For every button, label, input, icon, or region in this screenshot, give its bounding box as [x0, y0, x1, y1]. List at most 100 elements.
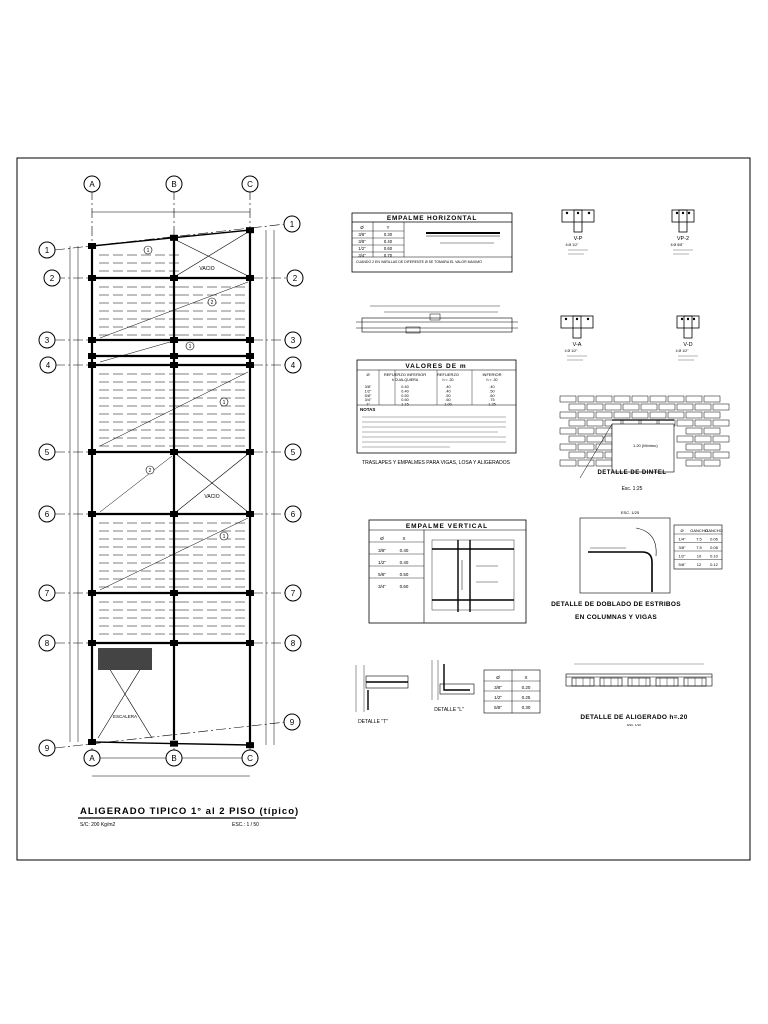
- table-cell: 1/4": [679, 537, 687, 542]
- svg-text:6 Ø 1/2": 6 Ø 1/2": [566, 243, 579, 247]
- m-values-caption: TRASLAPES Y EMPALMES PARA VIGAS, LOSA Y …: [362, 460, 511, 466]
- column: [170, 449, 178, 455]
- m-values-notes-title: NOTAS: [360, 407, 375, 412]
- table-cell: 1.25: [488, 403, 495, 407]
- svg-text:GANCHO: GANCHO: [690, 528, 708, 533]
- grid-bubble-9-left: 9: [38, 739, 56, 757]
- lintel-detail: 1.20 (Mínimo) DETALLE DE DINTEL Esc. 1:2…: [559, 395, 730, 492]
- columns: [88, 227, 254, 749]
- svg-text:B: B: [171, 754, 176, 763]
- svg-text:1: 1: [45, 246, 50, 255]
- beam-section-v-a: V-A4 Ø 1/2": [560, 315, 594, 361]
- table-cell: 7.5: [696, 537, 702, 542]
- table-cell: 1/2": [378, 560, 386, 565]
- beam-sections: V-P6 Ø 1/2"VP-26 Ø 5/8"V-A4 Ø 1/2"V-D4 Ø…: [560, 209, 700, 361]
- table-cell: 0.40: [400, 560, 409, 565]
- column: [88, 511, 96, 517]
- table-cell: 10: [697, 554, 702, 559]
- svg-text:Ø: Ø: [496, 675, 500, 680]
- traslapes-drawing: [356, 305, 518, 334]
- void-label-1: VACIO: [199, 266, 214, 272]
- stair-label: ESCALERA: [113, 714, 137, 719]
- reference-diagonals: [99, 281, 249, 591]
- svg-text:Y: Y: [387, 225, 390, 230]
- void-label-2: VACIO: [204, 494, 219, 500]
- column: [170, 234, 178, 241]
- svg-text:3: 3: [45, 336, 50, 345]
- column: [246, 353, 254, 359]
- svg-text:INFERIOR: INFERIOR: [482, 372, 501, 377]
- column: [246, 449, 254, 455]
- svg-text:REFUERZO INFERIOR: REFUERZO INFERIOR: [384, 372, 426, 377]
- detail-l-label: DETALLE "L": [434, 707, 464, 713]
- grid-bubble-6-right: 6: [284, 505, 302, 523]
- table-cell: 0.40: [384, 239, 393, 244]
- column: [246, 640, 254, 646]
- svg-text:1: 1: [189, 344, 192, 350]
- table-cell: 3/4": [378, 584, 386, 589]
- svg-text:V-D: V-D: [683, 342, 692, 348]
- table-cell: 0.60: [400, 584, 409, 589]
- table-cell: 0.50: [400, 572, 409, 577]
- table-cell: 0.20: [522, 685, 531, 690]
- svg-text:GANCHO: GANCHO: [705, 528, 723, 533]
- lintel-scale: Esc. 1:25: [622, 486, 643, 492]
- svg-text:1: 1: [223, 534, 226, 540]
- table-cell: 0.40: [401, 385, 408, 389]
- column: [88, 739, 96, 745]
- svg-text:8: 8: [45, 639, 50, 648]
- table-cell: 0.40: [401, 389, 408, 393]
- svg-text:h < .30: h < .30: [442, 378, 453, 382]
- column: [170, 362, 178, 368]
- grid-bubble-b-bottom: B: [165, 749, 183, 767]
- grid-bubble-5-right: 5: [284, 443, 302, 461]
- grid-bubble-a-top: A: [83, 175, 101, 193]
- column: [246, 227, 254, 234]
- table-cell: 5/8": [365, 394, 372, 398]
- column: [88, 275, 96, 281]
- grid-bubble-9-right: 9: [283, 713, 301, 731]
- table-cell: .50: [445, 394, 450, 398]
- grid-bubble-4-right: 4: [284, 356, 302, 374]
- lintel-title: DETALLE DE DINTEL: [597, 470, 666, 476]
- column: [88, 337, 96, 343]
- table-cell: 1/2": [365, 389, 372, 393]
- svg-text:5: 5: [45, 448, 50, 457]
- table-cell: 0.60: [384, 246, 393, 251]
- grid-bubble-8-right: 8: [284, 634, 302, 652]
- svg-text:7: 7: [291, 589, 296, 598]
- svg-text:6 Ø 5/8": 6 Ø 5/8": [671, 243, 684, 247]
- table-cell: .40: [489, 385, 494, 389]
- table-cell: 5/8": [494, 705, 502, 710]
- column: [88, 353, 96, 359]
- grid-bubble-3-left: 3: [38, 331, 56, 349]
- svg-text:C: C: [247, 180, 253, 189]
- table-cell: 0.06: [710, 537, 719, 542]
- column: [170, 511, 178, 517]
- svg-text:Ø: Ø: [680, 528, 683, 533]
- svg-text:1: 1: [147, 248, 150, 254]
- svg-text:4 Ø 1/2": 4 Ø 1/2": [676, 349, 689, 353]
- column: [246, 511, 254, 517]
- column: [88, 590, 96, 596]
- grid-bubble-7-left: 7: [38, 584, 56, 602]
- table-cell: 3/8": [378, 548, 386, 553]
- table-cell: 0.60: [401, 398, 408, 402]
- svg-text:h CUALQUIERA: h CUALQUIERA: [392, 378, 419, 382]
- detail-t-drawing: [355, 665, 409, 712]
- beam-section-v-p: V-P6 Ø 1/2": [561, 209, 595, 255]
- grid-bubble-a-bottom: A: [83, 749, 101, 767]
- grid-bubble-1-left: 1: [38, 241, 56, 259]
- svg-text:5: 5: [291, 448, 296, 457]
- grid-bubble-b-top: B: [165, 175, 183, 193]
- table-cell: 1.15: [401, 403, 408, 407]
- grid-bubble-c-bottom: C: [241, 749, 259, 767]
- svg-text:4: 4: [46, 361, 51, 370]
